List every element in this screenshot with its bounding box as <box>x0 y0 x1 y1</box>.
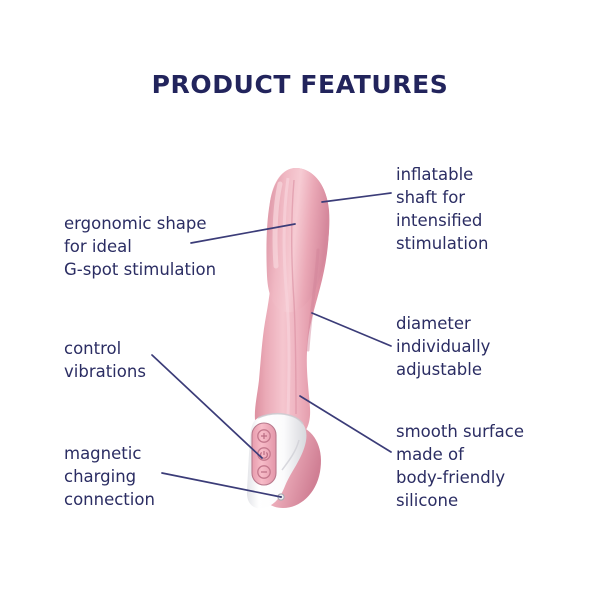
callout-diameter-adjustable: diameter individually adjustable <box>396 314 491 379</box>
callout-control-vibrations: control vibrations <box>64 339 146 381</box>
product-body <box>254 168 330 444</box>
callout-ergonomic-shape: ergonomic shape for ideal G-spot stimula… <box>64 214 217 279</box>
callout-inflatable-shaft: inflatable shaft for intensified stimula… <box>396 165 489 253</box>
magnetic-charging-contact <box>277 493 285 501</box>
callout-magnetic-charging: magnetic charging connection <box>64 444 155 509</box>
callout-smooth-surface: smooth surface made of body-friendly sil… <box>396 422 525 510</box>
page-title: PRODUCT FEATURES <box>151 70 449 99</box>
control-button-strip[interactable] <box>251 422 277 486</box>
